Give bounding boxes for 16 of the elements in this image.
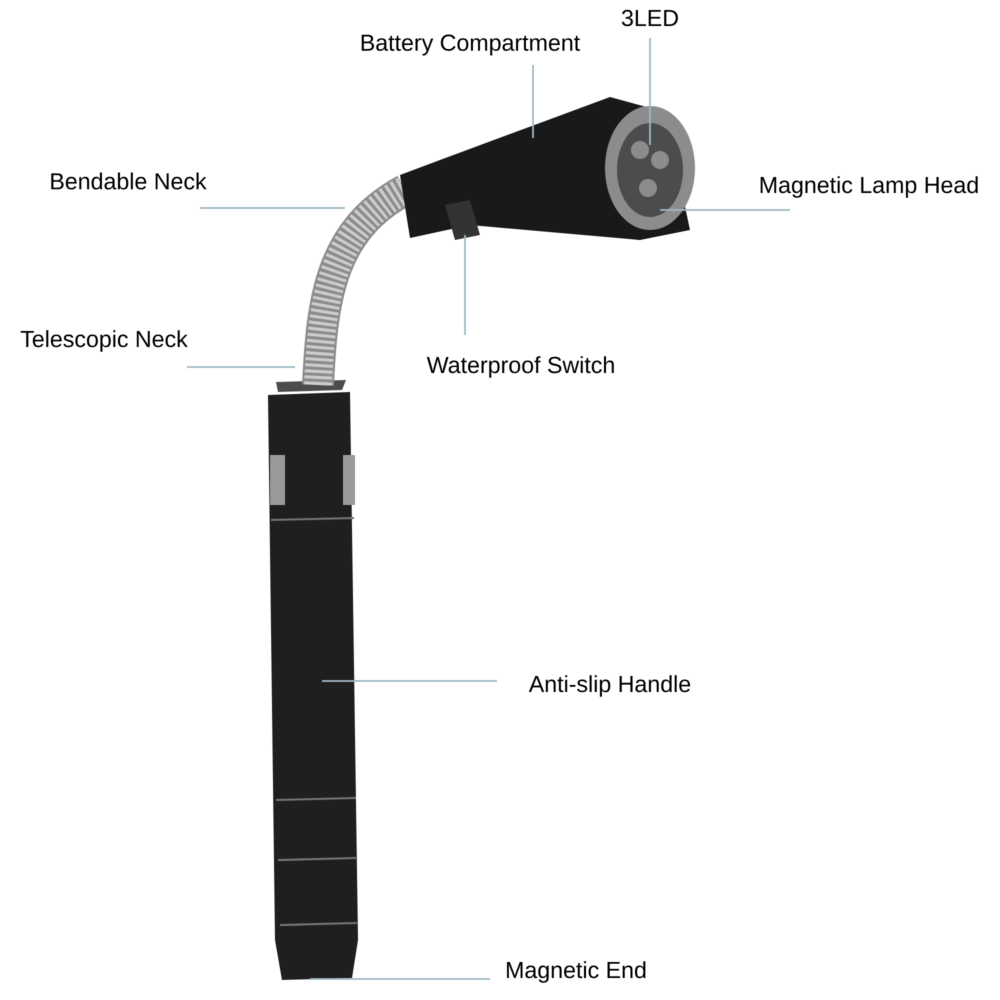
callout-label: Magnetic Lamp Head (760, 176, 978, 198)
callout-label: 3LED (622, 10, 678, 26)
callout-label: Anti-slip Handle (528, 675, 690, 697)
leader-line (187, 366, 295, 368)
leader-line (649, 38, 651, 145)
leader-line (464, 235, 466, 335)
callout-label: Magnetic End (507, 961, 646, 983)
leader-line (200, 207, 345, 209)
callout-label: Waterproof Switch (426, 356, 614, 378)
leader-line (322, 680, 497, 682)
leader-line (660, 209, 790, 211)
callout-label: Telescopic Neck (20, 330, 188, 352)
callout-label: Battery Compartment (362, 34, 580, 56)
leader-line (310, 978, 490, 980)
callout-label: Bendable Neck (51, 172, 207, 190)
leader-line (532, 65, 534, 138)
